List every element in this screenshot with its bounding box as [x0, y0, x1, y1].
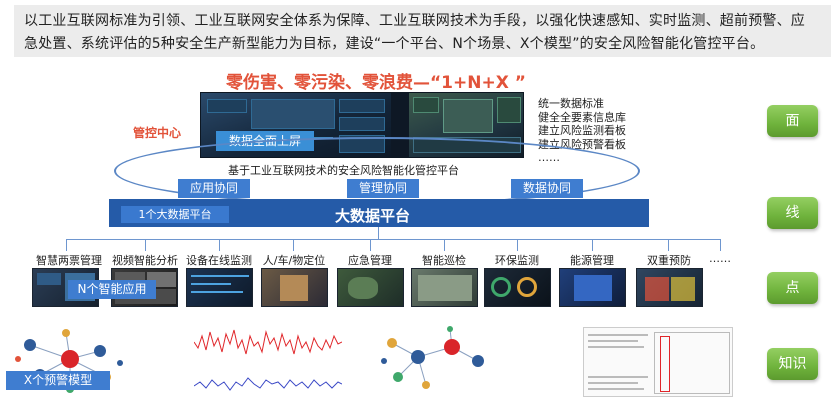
app-label-more: ……	[709, 252, 731, 265]
side-button-knowledge[interactable]: 知识	[767, 348, 818, 380]
network-graph-right	[378, 325, 498, 397]
feature-item: 统一数据标准	[538, 97, 604, 110]
coop-application: 应用协同	[178, 179, 250, 198]
app-label-energy: 能源管理	[570, 254, 614, 267]
app-label-video: 视频智能分析	[112, 254, 178, 267]
tree-leaf	[720, 239, 721, 251]
tree-leaf	[592, 239, 593, 251]
timeseries-plot	[193, 324, 343, 396]
app-thumb-emergency	[337, 268, 404, 307]
app-label-inspection: 智能巡检	[422, 254, 466, 267]
tree-leaf	[370, 239, 371, 251]
app-thumb-positioning	[261, 268, 328, 307]
control-center-label: 管控中心	[133, 126, 182, 140]
tree-trunk	[378, 227, 379, 239]
platform-ring-label: 基于工业互联网技术的安全风险智能化管控平台	[228, 164, 459, 177]
tree-leaf	[293, 239, 294, 251]
app-label-prevention: 双重预防	[647, 254, 691, 267]
feature-item: 健全全要素信息库	[538, 110, 626, 124]
app-label-emergency: 应急管理	[348, 254, 392, 267]
bigdata-title: 大数据平台	[335, 207, 411, 225]
feature-item: 建立风险监测看板	[538, 124, 626, 137]
app-thumb-equipment	[186, 268, 253, 307]
tree-leaf	[668, 239, 669, 251]
tree-leaf	[219, 239, 220, 251]
slogan-title: 零伤害、零污染、零浪费—“1+N+X ”	[226, 73, 526, 93]
app-thumb-environment	[484, 268, 551, 307]
app-label-tickets: 智慧两票管理	[36, 254, 102, 267]
tree-leaf	[145, 239, 146, 251]
app-label-positioning: 人/车/物定位	[262, 254, 326, 267]
knowledge-table	[583, 327, 733, 397]
bigdata-sub-label: 1个大数据平台	[121, 206, 229, 223]
app-label-environment: 环保监测	[495, 254, 539, 267]
app-thumb-energy	[559, 268, 626, 307]
side-button-surface[interactable]: 面	[767, 105, 818, 137]
side-button-line[interactable]: 线	[767, 197, 818, 229]
coop-management: 管理协同	[347, 179, 419, 198]
tree-leaf	[66, 239, 67, 251]
tree-leaf	[517, 239, 518, 251]
app-thumb-inspection	[411, 268, 478, 307]
app-label-equipment: 设备在线监测	[186, 254, 252, 267]
intro-band	[14, 5, 831, 57]
intro-text: 以工业互联网标准为引领、工业互联网安全体系为保障、工业互联网技术为手段，以强化快…	[24, 13, 805, 52]
app-thumb-prevention	[636, 268, 703, 307]
side-button-point[interactable]: 点	[767, 272, 818, 304]
tree-branch	[66, 239, 720, 240]
warning-models-label: X个预警模型	[6, 371, 110, 390]
coop-data: 数据协同	[511, 179, 583, 198]
apps-label: N个智能应用	[68, 280, 156, 299]
tree-leaf	[444, 239, 445, 251]
